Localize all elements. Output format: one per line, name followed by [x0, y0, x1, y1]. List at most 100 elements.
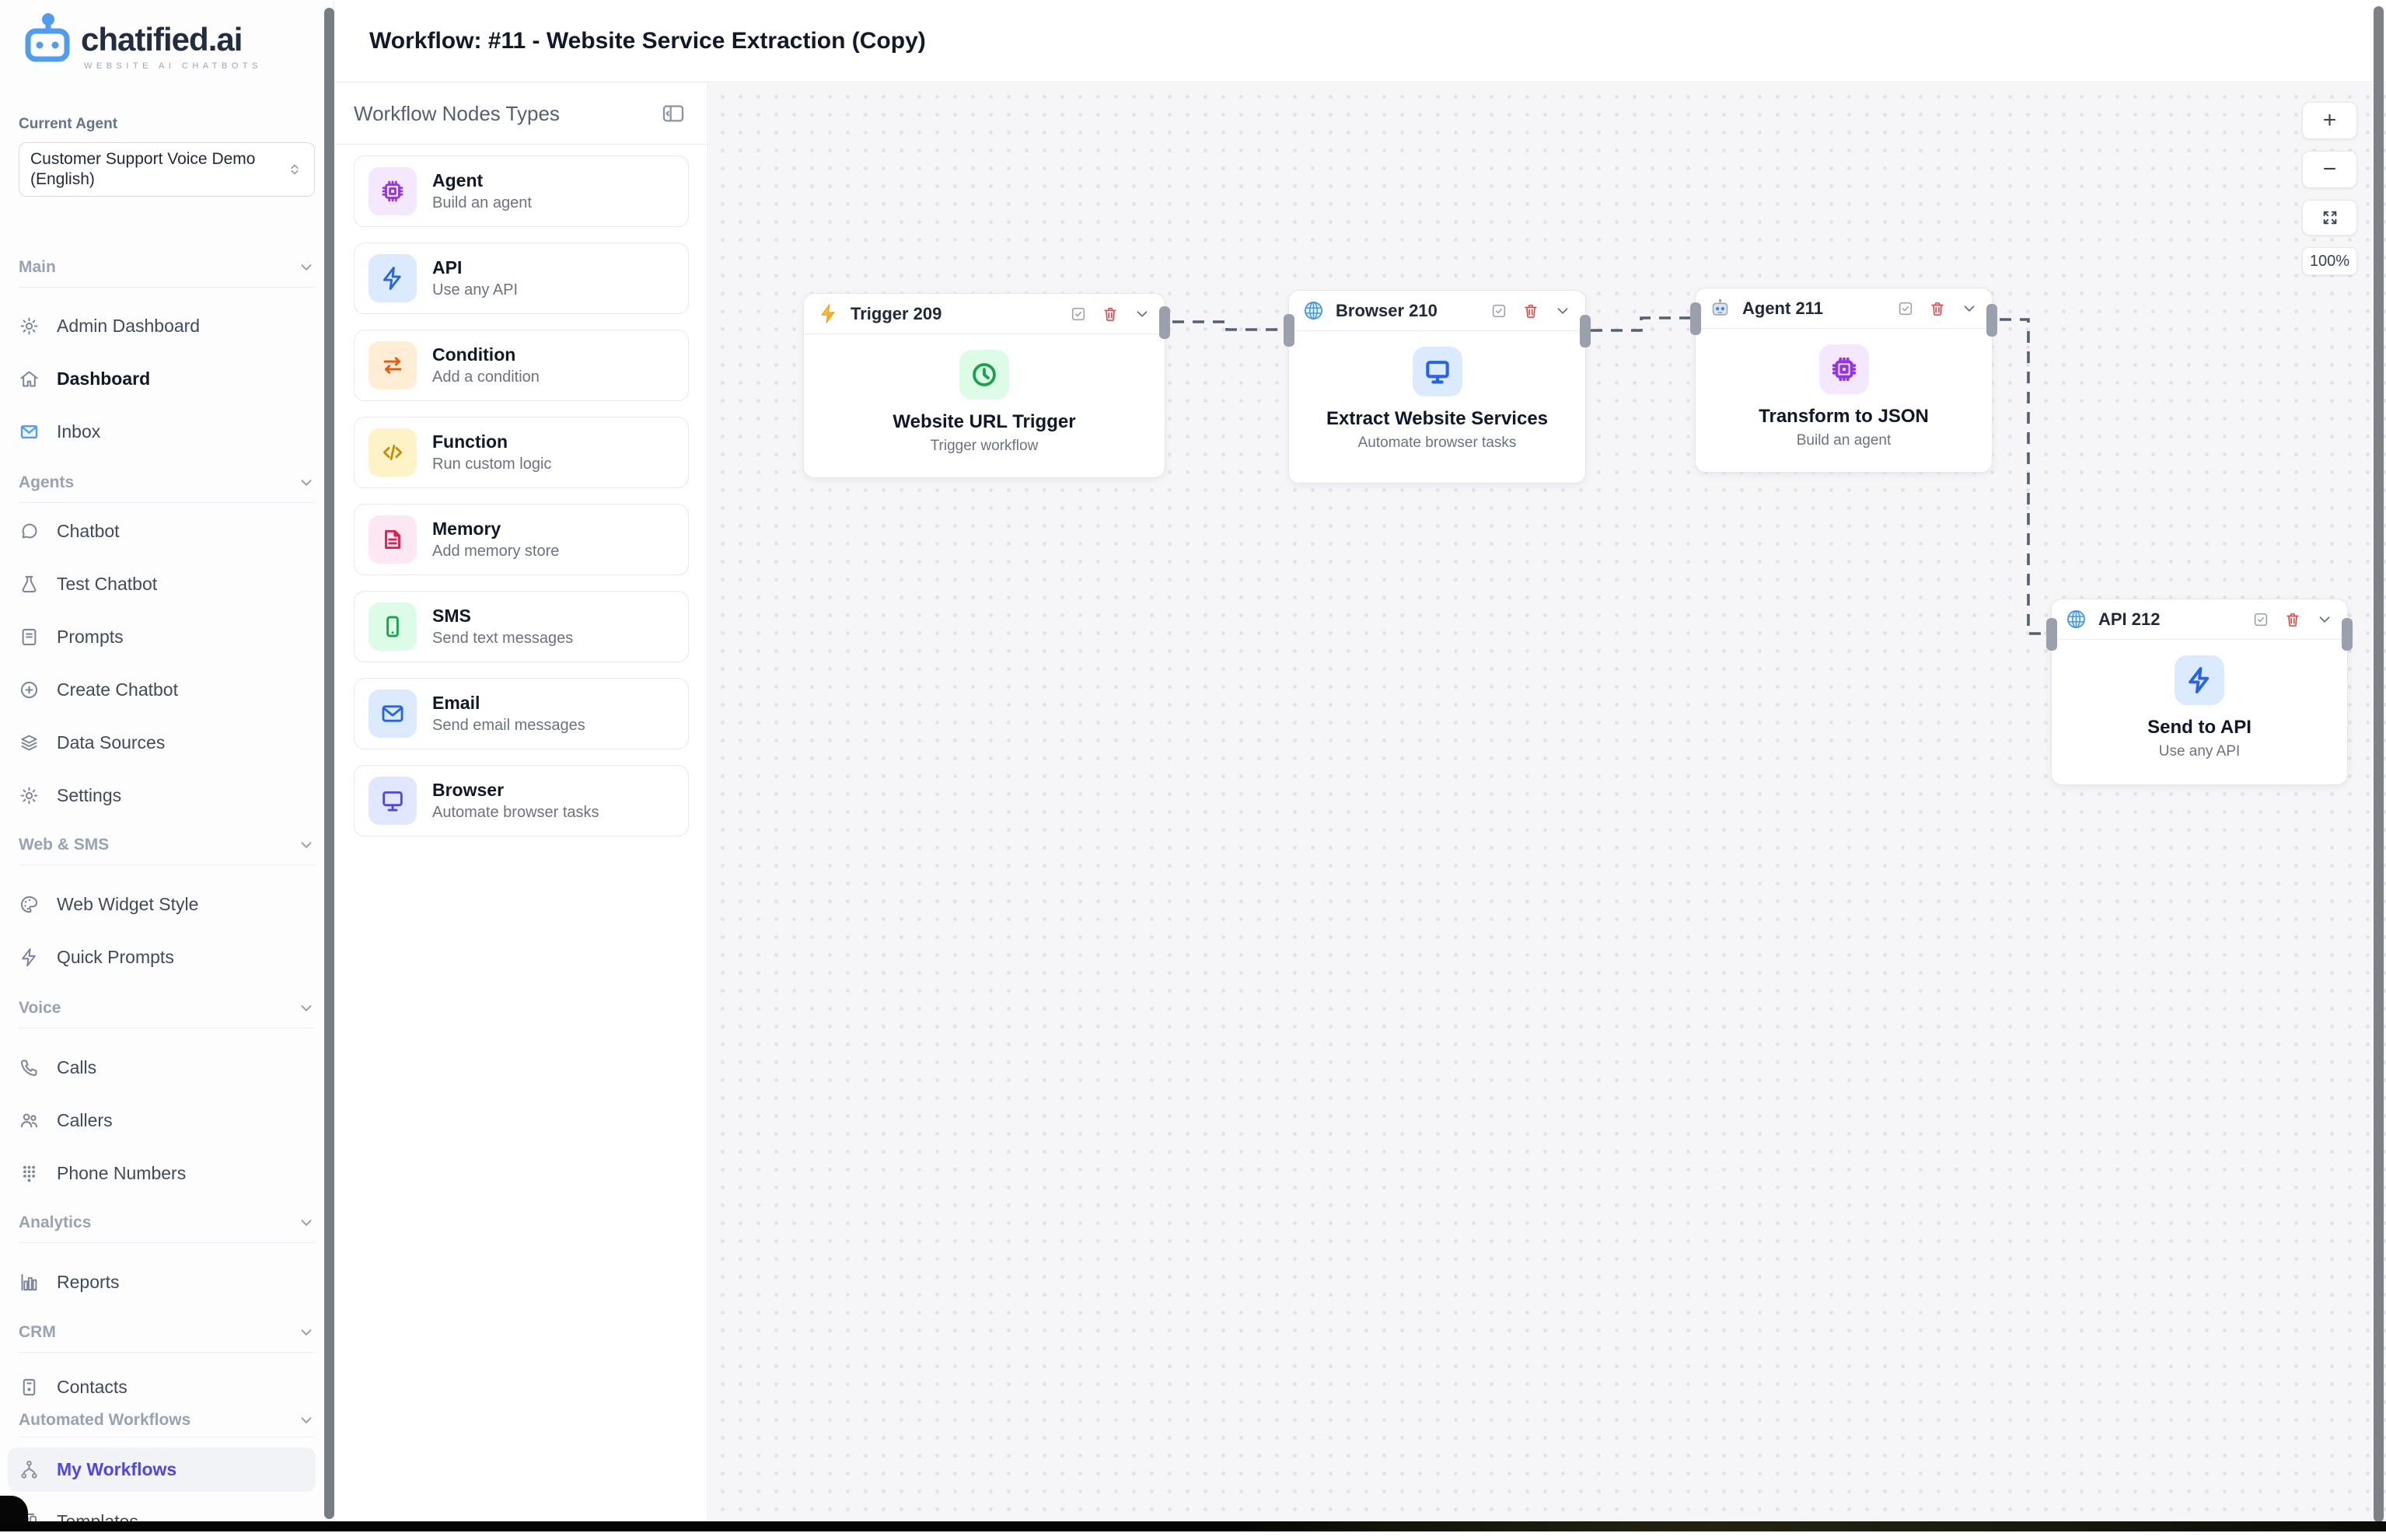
- sidebar-item-my-workflows[interactable]: My Workflows: [8, 1447, 316, 1492]
- globe-icon: [1303, 300, 1324, 321]
- divider: [19, 864, 315, 865]
- node-type-card-condition[interactable]: Condition Add a condition: [354, 330, 689, 401]
- sidebar-item-inbox[interactable]: Inbox: [19, 413, 315, 450]
- envelope-icon: [369, 690, 417, 738]
- section-crm[interactable]: CRM: [19, 1322, 315, 1343]
- sidebar-item-contacts[interactable]: Contacts: [19, 1368, 315, 1406]
- brand-logo[interactable]: chatified.ai WEBSITE AI CHATBOTS: [19, 11, 315, 71]
- target-handle[interactable]: [1284, 314, 1294, 347]
- sidebar-item-dashboard[interactable]: Dashboard: [19, 360, 315, 397]
- section-web-sms[interactable]: Web & SMS: [19, 835, 315, 855]
- page-title: Workflow: #11 - Website Service Extracti…: [369, 28, 926, 54]
- chevron-down-icon: [298, 836, 315, 854]
- divider: [19, 502, 315, 503]
- contact-card-icon: [19, 1377, 40, 1398]
- source-handle[interactable]: [1159, 306, 1170, 339]
- chevron-down-icon: [298, 1412, 315, 1429]
- source-handle[interactable]: [2342, 618, 2353, 651]
- zoom-out-button[interactable]: −: [2302, 151, 2357, 188]
- node-api-212[interactable]: API 212 Send to API Use any API: [2051, 599, 2348, 785]
- sidebar-item-reports[interactable]: Reports: [19, 1263, 315, 1301]
- fit-view-button[interactable]: [2302, 200, 2357, 236]
- panel-collapse-icon[interactable]: [659, 101, 687, 126]
- current-agent-value: Customer Support Voice Demo (English): [30, 149, 286, 190]
- zoom-in-button[interactable]: +: [2302, 102, 2357, 139]
- chevrons-up-down-icon: [286, 161, 303, 178]
- zap-icon: [19, 947, 40, 968]
- chevron-down-icon[interactable]: [1134, 306, 1151, 323]
- cpu-icon: [1819, 344, 1869, 394]
- sidebar-item-quick-prompts[interactable]: Quick Prompts: [19, 938, 315, 976]
- node-type-card-function[interactable]: Function Run custom logic: [354, 417, 689, 488]
- section-main[interactable]: Main: [19, 257, 315, 278]
- chevron-down-icon[interactable]: [1961, 300, 1978, 317]
- phone-icon: [19, 1057, 40, 1078]
- divider: [19, 1242, 315, 1243]
- sidebar-item-chatbot[interactable]: Chatbot: [19, 512, 315, 550]
- section-automated-workflows[interactable]: Automated Workflows: [19, 1410, 315, 1430]
- document-icon: [19, 627, 40, 648]
- monitor-icon: [1413, 347, 1462, 396]
- workflow-icon: [19, 1459, 40, 1480]
- node-trigger-209[interactable]: Trigger 209 Website URL Trigger Trigger …: [803, 293, 1165, 478]
- node-type-card-agent[interactable]: Agent Build an agent: [354, 155, 689, 227]
- divider: [19, 287, 315, 288]
- plus-circle-icon: [19, 679, 40, 700]
- sidebar-item-settings[interactable]: Settings: [19, 777, 315, 814]
- sidebar-item-phone-numbers[interactable]: Phone Numbers: [19, 1154, 315, 1192]
- chevron-down-icon[interactable]: [2316, 611, 2333, 628]
- current-agent-select[interactable]: Customer Support Voice Demo (English): [19, 142, 315, 197]
- main-area: Workflow: #11 - Website Service Extracti…: [335, 0, 2386, 1531]
- sidebar-item-create-chatbot[interactable]: Create Chatbot: [19, 671, 315, 708]
- sidebar-item-test-chatbot[interactable]: Test Chatbot: [19, 565, 315, 602]
- node-type-card-api[interactable]: API Use any API: [354, 243, 689, 314]
- node-agent-211[interactable]: Agent 211 Transform to JSON Build an age…: [1695, 288, 1993, 473]
- workflow-canvas[interactable]: Trigger 209 Website URL Trigger Trigger …: [709, 83, 2386, 1531]
- globe-icon: [2066, 609, 2087, 630]
- target-handle[interactable]: [2046, 618, 2057, 651]
- sidebar: chatified.ai WEBSITE AI CHATBOTS Current…: [0, 0, 334, 1531]
- trash-icon[interactable]: [2284, 611, 2301, 628]
- chevron-down-icon: [298, 259, 315, 276]
- section-analytics[interactable]: Analytics: [19, 1213, 315, 1233]
- target-handle[interactable]: [1690, 302, 1701, 335]
- file-icon: [369, 515, 417, 564]
- section-agents[interactable]: Agents: [19, 473, 315, 493]
- sidebar-item-admin-dashboard[interactable]: Admin Dashboard: [19, 307, 315, 344]
- zap-icon: [369, 254, 417, 302]
- checkbox-icon[interactable]: [1897, 300, 1914, 317]
- checkbox-icon[interactable]: [1490, 302, 1507, 320]
- checkbox-icon[interactable]: [2252, 611, 2269, 628]
- zoom-level-badge: 100%: [2302, 247, 2357, 275]
- sidebar-item-data-sources[interactable]: Data Sources: [19, 724, 315, 761]
- section-voice[interactable]: Voice: [19, 998, 315, 1018]
- divider: [19, 1352, 315, 1353]
- sidebar-item-calls[interactable]: Calls: [19, 1049, 315, 1086]
- node-type-card-sms[interactable]: SMS Send text messages: [354, 591, 689, 662]
- trash-icon[interactable]: [1929, 300, 1946, 317]
- chevron-down-icon: [298, 1214, 315, 1231]
- gear-icon: [19, 316, 40, 337]
- window-scrollbar[interactable]: [2374, 6, 2384, 1522]
- chevron-down-icon: [298, 1000, 315, 1017]
- clock-icon: [959, 350, 1009, 400]
- page-header: Workflow: #11 - Website Service Extracti…: [335, 0, 2386, 82]
- chevron-down-icon[interactable]: [1554, 302, 1571, 320]
- sidebar-scrollbar[interactable]: [324, 8, 334, 1519]
- node-type-card-browser[interactable]: Browser Automate browser tasks: [354, 765, 689, 836]
- source-handle[interactable]: [1986, 304, 1997, 337]
- code-icon: [369, 428, 417, 477]
- node-browser-210[interactable]: Browser 210 Extract Website Services Aut…: [1288, 290, 1586, 484]
- node-type-card-memory[interactable]: Memory Add memory store: [354, 504, 689, 575]
- source-handle[interactable]: [1580, 315, 1591, 347]
- flask-icon: [19, 574, 40, 595]
- expand-icon: [2321, 209, 2339, 226]
- robot-icon: [1710, 298, 1731, 319]
- node-type-card-email[interactable]: Email Send email messages: [354, 678, 689, 749]
- trash-icon[interactable]: [1522, 302, 1539, 320]
- sidebar-item-prompts[interactable]: Prompts: [19, 618, 315, 655]
- trash-icon[interactable]: [1102, 306, 1119, 323]
- sidebar-item-web-widget-style[interactable]: Web Widget Style: [19, 885, 315, 923]
- checkbox-icon[interactable]: [1070, 306, 1087, 323]
- sidebar-item-callers[interactable]: Callers: [19, 1102, 315, 1139]
